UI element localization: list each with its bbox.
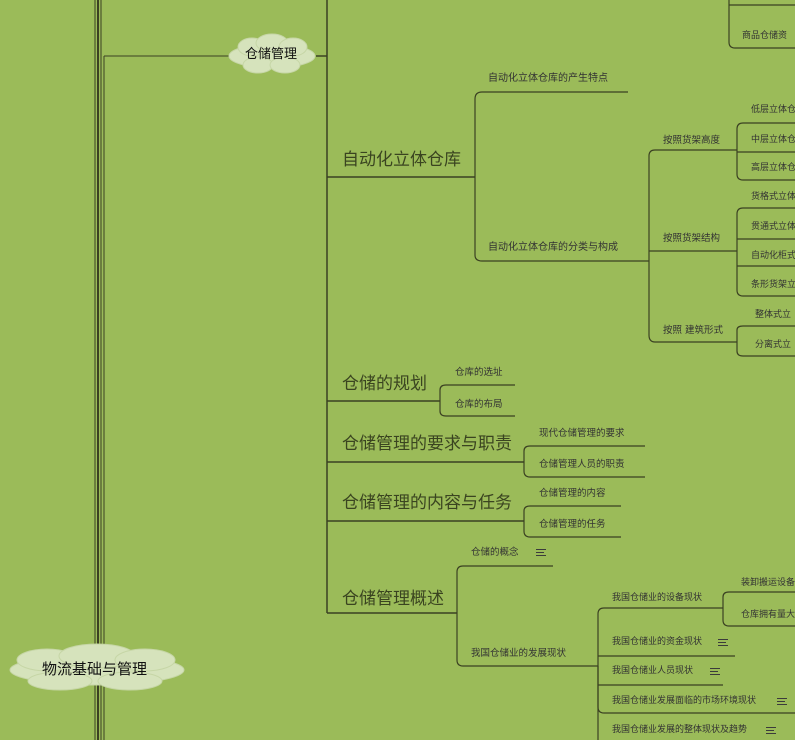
leaf-warehouse-volume[interactable]: 仓库拥有量大 <box>741 610 795 620</box>
branch-auto-warehouse[interactable]: 自动化立体仓库 <box>342 150 461 170</box>
note-icon[interactable] <box>536 549 546 557</box>
leaf-layout[interactable]: 仓库的布局 <box>455 399 503 410</box>
leaf-market[interactable]: 我国仓储业发展面临的市场环境现状 <box>612 696 757 706</box>
node-equipment[interactable]: 我国仓储业的设备现状 <box>612 593 703 603</box>
root-cloud-shape <box>9 643 185 691</box>
node-by-structure[interactable]: 按照货架结构 <box>663 233 721 244</box>
leaf-site-selection[interactable]: 仓库的选址 <box>455 367 503 378</box>
trunk-lines <box>94 0 232 740</box>
note-icon[interactable] <box>766 727 776 735</box>
branch-overview[interactable]: 仓储管理概述 <box>342 589 444 609</box>
leaf-structure-cabinet[interactable]: 自动化柜式 <box>751 251 795 261</box>
leaf-modern-requirements[interactable]: 现代仓储管理的要求 <box>539 428 625 439</box>
overview-lines <box>456 565 795 740</box>
branch-content[interactable]: 仓储管理的内容与任务 <box>342 493 512 513</box>
note-icon[interactable] <box>710 668 720 676</box>
node-by-height[interactable]: 按照货架高度 <box>663 135 721 146</box>
requirements-lines <box>523 445 645 478</box>
leaf-height-high[interactable]: 高层立体仓 <box>751 163 795 173</box>
node-classification[interactable]: 自动化立体仓库的分类与构成 <box>488 242 618 253</box>
leaf-building-integral[interactable]: 整体式立 <box>755 310 792 320</box>
leaf-handling-equipment[interactable]: 装卸搬运设备 <box>741 578 795 588</box>
leaf-staff[interactable]: 我国仓储业人员现状 <box>612 666 694 676</box>
auto-warehouse-lines <box>474 0 795 357</box>
content-lines <box>523 505 621 538</box>
planning-lines <box>439 384 515 417</box>
node-top-cut[interactable]: 商品仓储资 <box>742 31 788 41</box>
leaf-height-mid[interactable]: 中层立体仓 <box>751 135 795 145</box>
topic-cloud-shape <box>228 33 316 74</box>
leaf-building-separate[interactable]: 分离式立 <box>755 340 792 350</box>
leaf-structure-strip[interactable]: 条形货架立 <box>751 280 795 290</box>
branch-requirements[interactable]: 仓储管理的要求与职责 <box>342 434 512 454</box>
note-icon[interactable] <box>777 698 787 706</box>
topic-node-warehouse-management[interactable]: 仓储管理 <box>245 47 298 62</box>
leaf-staff-duties[interactable]: 仓储管理人员的职责 <box>539 459 625 470</box>
leaf-height-low[interactable]: 低层立体仓 <box>751 105 795 115</box>
leaf-overall[interactable]: 我国仓储业发展的整体现状及趋势 <box>612 725 748 735</box>
note-icon[interactable] <box>718 639 728 647</box>
leaf-concept[interactable]: 仓储的概念 <box>471 547 519 558</box>
main-branch-lines <box>316 0 524 614</box>
leaf-structure-through[interactable]: 贯通式立体 <box>751 222 795 232</box>
leaf-content[interactable]: 仓储管理的内容 <box>539 488 606 499</box>
node-origin[interactable]: 自动化立体仓库的产生特点 <box>488 73 608 84</box>
leaf-tasks[interactable]: 仓储管理的任务 <box>539 519 606 530</box>
root-node[interactable]: 物流基础与管理 <box>42 660 148 678</box>
leaf-funds[interactable]: 我国仓储业的资金现状 <box>612 637 703 647</box>
node-by-building[interactable]: 按照 建筑形式 <box>663 325 724 336</box>
leaf-structure-cell[interactable]: 货格式立体 <box>751 192 795 202</box>
node-development[interactable]: 我国仓储业的发展现状 <box>471 648 567 659</box>
branch-planning[interactable]: 仓储的规划 <box>342 374 427 394</box>
